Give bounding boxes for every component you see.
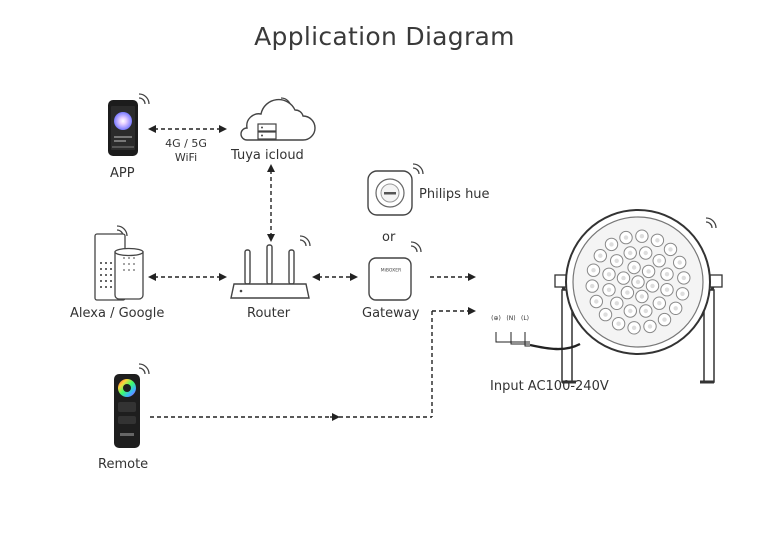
led-lens-center <box>631 265 637 270</box>
app-label: APP <box>110 166 135 181</box>
router-label: Router <box>247 306 291 321</box>
philips-hue-bridge-icon <box>367 170 413 216</box>
input-voltage-label: Input AC100-240V <box>490 379 609 394</box>
led-lens-center <box>657 258 662 263</box>
led-lens-center <box>639 234 645 239</box>
led-lens-center <box>655 238 660 243</box>
terminal-live: (L) <box>521 315 529 322</box>
or-label: or <box>382 230 396 245</box>
led-lens-center <box>606 287 612 292</box>
router-icon <box>230 244 310 299</box>
gateway-badge: MiBOXER <box>381 268 401 274</box>
led-lens-center <box>681 275 686 281</box>
led-lens-center <box>643 250 648 256</box>
led-lens-center <box>609 242 614 247</box>
led-lens-center <box>673 306 678 311</box>
remote-icon <box>114 374 140 448</box>
cloud-label: Tuya icloud <box>231 148 304 163</box>
led-lens-center <box>639 294 645 299</box>
led-lens-center <box>631 325 637 330</box>
gateway-icon <box>368 257 412 301</box>
alexa-google-label: Alexa / Google <box>70 306 165 321</box>
led-lens-center <box>614 258 619 263</box>
gateway-label: Gateway <box>362 306 420 321</box>
led-lens-center <box>657 301 662 306</box>
led-lens-center <box>594 299 599 304</box>
led-lens-center <box>664 272 670 277</box>
led-lens-center <box>623 235 629 240</box>
led-lens-center <box>628 250 633 256</box>
led-lens-center <box>647 324 653 329</box>
terminal-ground: (⊕) <box>491 315 501 322</box>
led-lens-center <box>664 287 670 292</box>
led-lens-center <box>628 308 633 314</box>
diagram-title: Application Diagram <box>254 22 515 51</box>
led-lens-center <box>598 253 603 258</box>
led-lens-center <box>662 317 667 322</box>
floodlight-icon <box>554 209 723 384</box>
led-lens-center <box>677 260 682 265</box>
led-lens-center <box>668 247 673 252</box>
led-lens-center <box>621 275 626 281</box>
led-lens-center <box>590 283 595 289</box>
connector-lines <box>148 125 476 421</box>
led-lens-center <box>614 301 619 306</box>
led-lens-center <box>635 279 641 285</box>
led-lens-center <box>680 291 685 296</box>
phone-icon <box>108 100 138 156</box>
terminal-neutral: (N) <box>506 315 515 322</box>
wifi-label: WiFi <box>174 151 198 164</box>
power-cable <box>495 332 581 351</box>
remote-label: Remote <box>98 457 149 472</box>
network-label: 4G / 5G <box>165 137 207 150</box>
led-lens-center <box>603 312 608 317</box>
led-lens-center <box>646 269 651 274</box>
philips-hue-label: Philips hue <box>419 187 490 202</box>
led-lens-center <box>643 308 648 314</box>
led-lens-center <box>591 268 596 273</box>
led-lens-center <box>650 283 655 289</box>
cloud-icon <box>240 98 316 141</box>
led-lens-center <box>616 321 621 326</box>
led-lens-center <box>625 290 630 295</box>
smart-speaker-icon <box>94 233 144 301</box>
led-lens-center <box>606 272 612 277</box>
